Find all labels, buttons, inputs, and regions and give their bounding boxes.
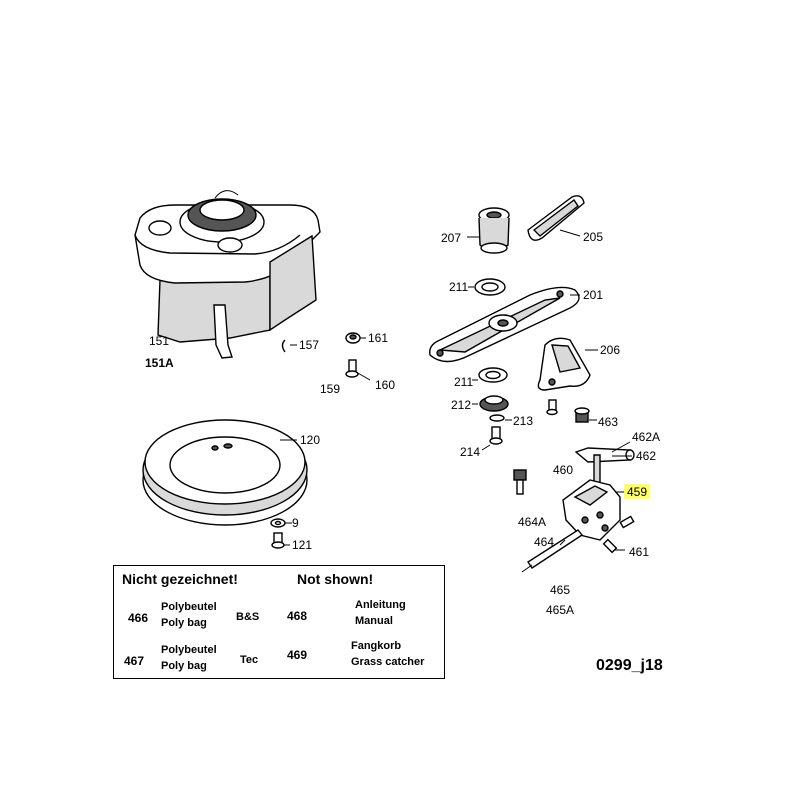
bolt-set-engine: [345, 332, 371, 381]
legend-item-467-num: 467: [124, 654, 145, 668]
pulley-ring: [142, 419, 308, 526]
legend-item-468-en: Manual: [355, 615, 393, 627]
callout-206: 206: [600, 343, 620, 357]
bracket-459: [562, 479, 624, 541]
legend-item-467-en: Poly bag: [161, 660, 207, 672]
washer-211-bottom: [472, 367, 508, 383]
callout-157: 157: [299, 338, 319, 352]
callout-214: 214: [460, 445, 480, 459]
legend-item-469-en: Grass catcher: [351, 656, 425, 668]
blade-adapter-207: [467, 207, 510, 254]
callout-464A: 464A: [518, 515, 546, 529]
callout-465: 465: [550, 583, 570, 597]
legend-item-467-de: Polybeutel: [161, 644, 217, 656]
legend-item-466-en: Poly bag: [161, 617, 207, 629]
callout-462A: 462A: [632, 430, 660, 444]
callout-161: 161: [368, 331, 388, 345]
legend-item-469-text: Fangkorb Grass catcher: [351, 638, 424, 670]
engine-assembly: [134, 190, 321, 359]
callout-151A: 151A: [145, 356, 174, 370]
washer-and-bolt: [270, 518, 292, 549]
bolt-213-214: [481, 399, 558, 451]
blade-hub-212: [472, 395, 509, 412]
key-205: [527, 195, 585, 241]
callout-9: 9: [292, 516, 299, 530]
legend-item-466-text: Polybeutel Poly bag: [161, 599, 217, 631]
legend-item-466-de: Polybeutel: [161, 601, 217, 613]
legend-item-468-de: Anleitung: [355, 599, 406, 611]
legend-item-469-num: 469: [287, 648, 308, 662]
blade-201: [429, 286, 580, 363]
legend-item-467-text: Polybeutel Poly bag: [161, 642, 217, 674]
legend-item-468-text: Anleitung Manual: [355, 597, 406, 629]
screws-461: [602, 515, 635, 554]
legend-item-467-extra: Tec: [240, 654, 259, 666]
highlight-marker: [624, 484, 650, 499]
legend-heading-de: Nicht gezeichnet!: [122, 571, 238, 587]
washer-211-top: [468, 278, 506, 296]
bolt-460: [513, 469, 527, 495]
callout-459: 459: [627, 485, 647, 499]
callout-211-top: 211: [449, 280, 468, 294]
callout-211-bottom: 211: [454, 375, 473, 389]
callout-462: 462: [636, 449, 656, 463]
legend-item-469-de: Fangkorb: [351, 640, 402, 652]
callout-159: 159: [320, 382, 340, 396]
callout-201: 201: [583, 288, 603, 302]
legend-item-466-extra: B&S: [236, 611, 260, 623]
legend-item-468-num: 468: [287, 609, 308, 623]
callout-labels: 151 151A 157 161 159 160 120 9 121 207 2…: [145, 230, 660, 617]
callout-461: 461: [629, 545, 649, 559]
diagram-reference-code: 0299_j18: [596, 657, 663, 674]
callout-207: 207: [441, 231, 461, 245]
callout-465A: 465A: [546, 603, 574, 617]
handle-rod-465: [521, 529, 584, 573]
legend-item-466-num: 466: [128, 611, 149, 625]
callout-120: 120: [300, 433, 320, 447]
callout-205: 205: [583, 230, 603, 244]
callout-460: 460: [553, 463, 573, 477]
callout-160: 160: [375, 378, 395, 392]
not-shown-legend: Nicht gezeichnet! Not shown! 466 Polybeu…: [113, 565, 445, 679]
legend-heading-en: Not shown!: [297, 571, 374, 587]
callout-121: 121: [292, 538, 312, 552]
mulch-plate-206: [537, 337, 598, 391]
callout-213: 213: [513, 414, 533, 428]
callout-151: 151: [149, 334, 169, 348]
callout-464: 464: [534, 535, 554, 549]
callout-212: 212: [451, 398, 471, 412]
callout-463: 463: [598, 415, 618, 429]
screw-463: [574, 407, 597, 423]
